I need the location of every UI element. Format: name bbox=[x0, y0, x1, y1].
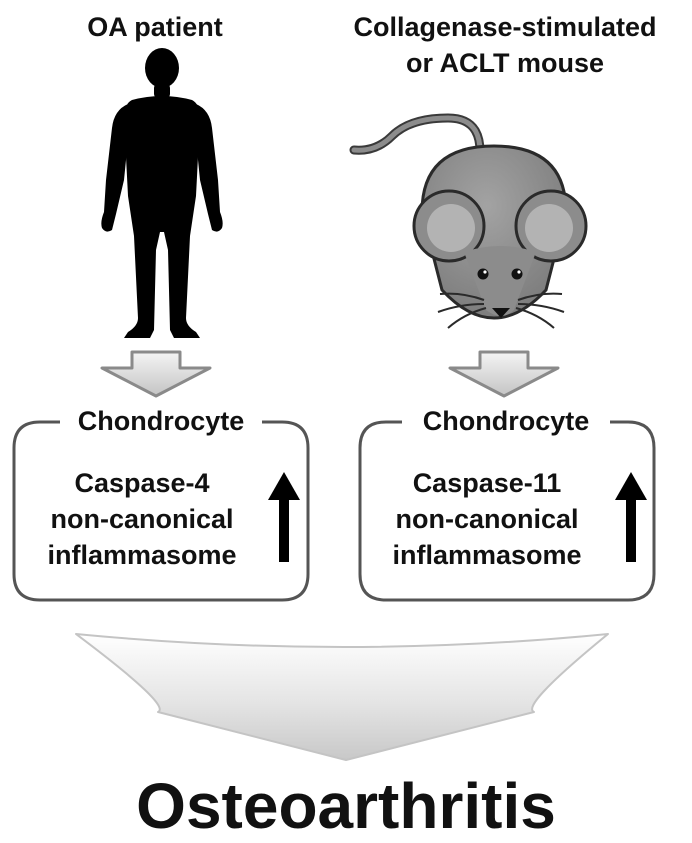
chondrocyte-title-left: Chondrocyte bbox=[78, 406, 245, 436]
mouse-icon bbox=[349, 113, 588, 329]
caspase-4-label: Caspase-4 bbox=[74, 468, 209, 498]
inflammasome-label-right: inflammasome bbox=[392, 540, 581, 570]
up-arrow-icon-right bbox=[615, 472, 647, 562]
mouse-label-line1: Collagenase-stimulated bbox=[353, 12, 656, 42]
up-arrow-icon-left bbox=[268, 472, 300, 562]
chondrocyte-box-left bbox=[12, 420, 310, 602]
osteoarthritis-label: Osteoarthritis bbox=[136, 770, 556, 838]
chondrocyte-box-right bbox=[358, 420, 656, 602]
inflammasome-label-left: inflammasome bbox=[47, 540, 236, 570]
down-arrow-icon-right bbox=[448, 350, 560, 398]
oa-patient-label: OA patient bbox=[87, 12, 223, 42]
mouse-label-line2: or ACLT mouse bbox=[406, 48, 604, 78]
chondrocyte-title-right: Chondrocyte bbox=[423, 406, 590, 436]
down-arrow-icon-left bbox=[100, 350, 212, 398]
caspase-11-label: Caspase-11 bbox=[413, 468, 562, 498]
non-canonical-label-right: non-canonical bbox=[395, 504, 578, 534]
non-canonical-label-left: non-canonical bbox=[50, 504, 233, 534]
merge-arrow-icon bbox=[75, 633, 609, 761]
human-silhouette-icon bbox=[101, 48, 223, 338]
